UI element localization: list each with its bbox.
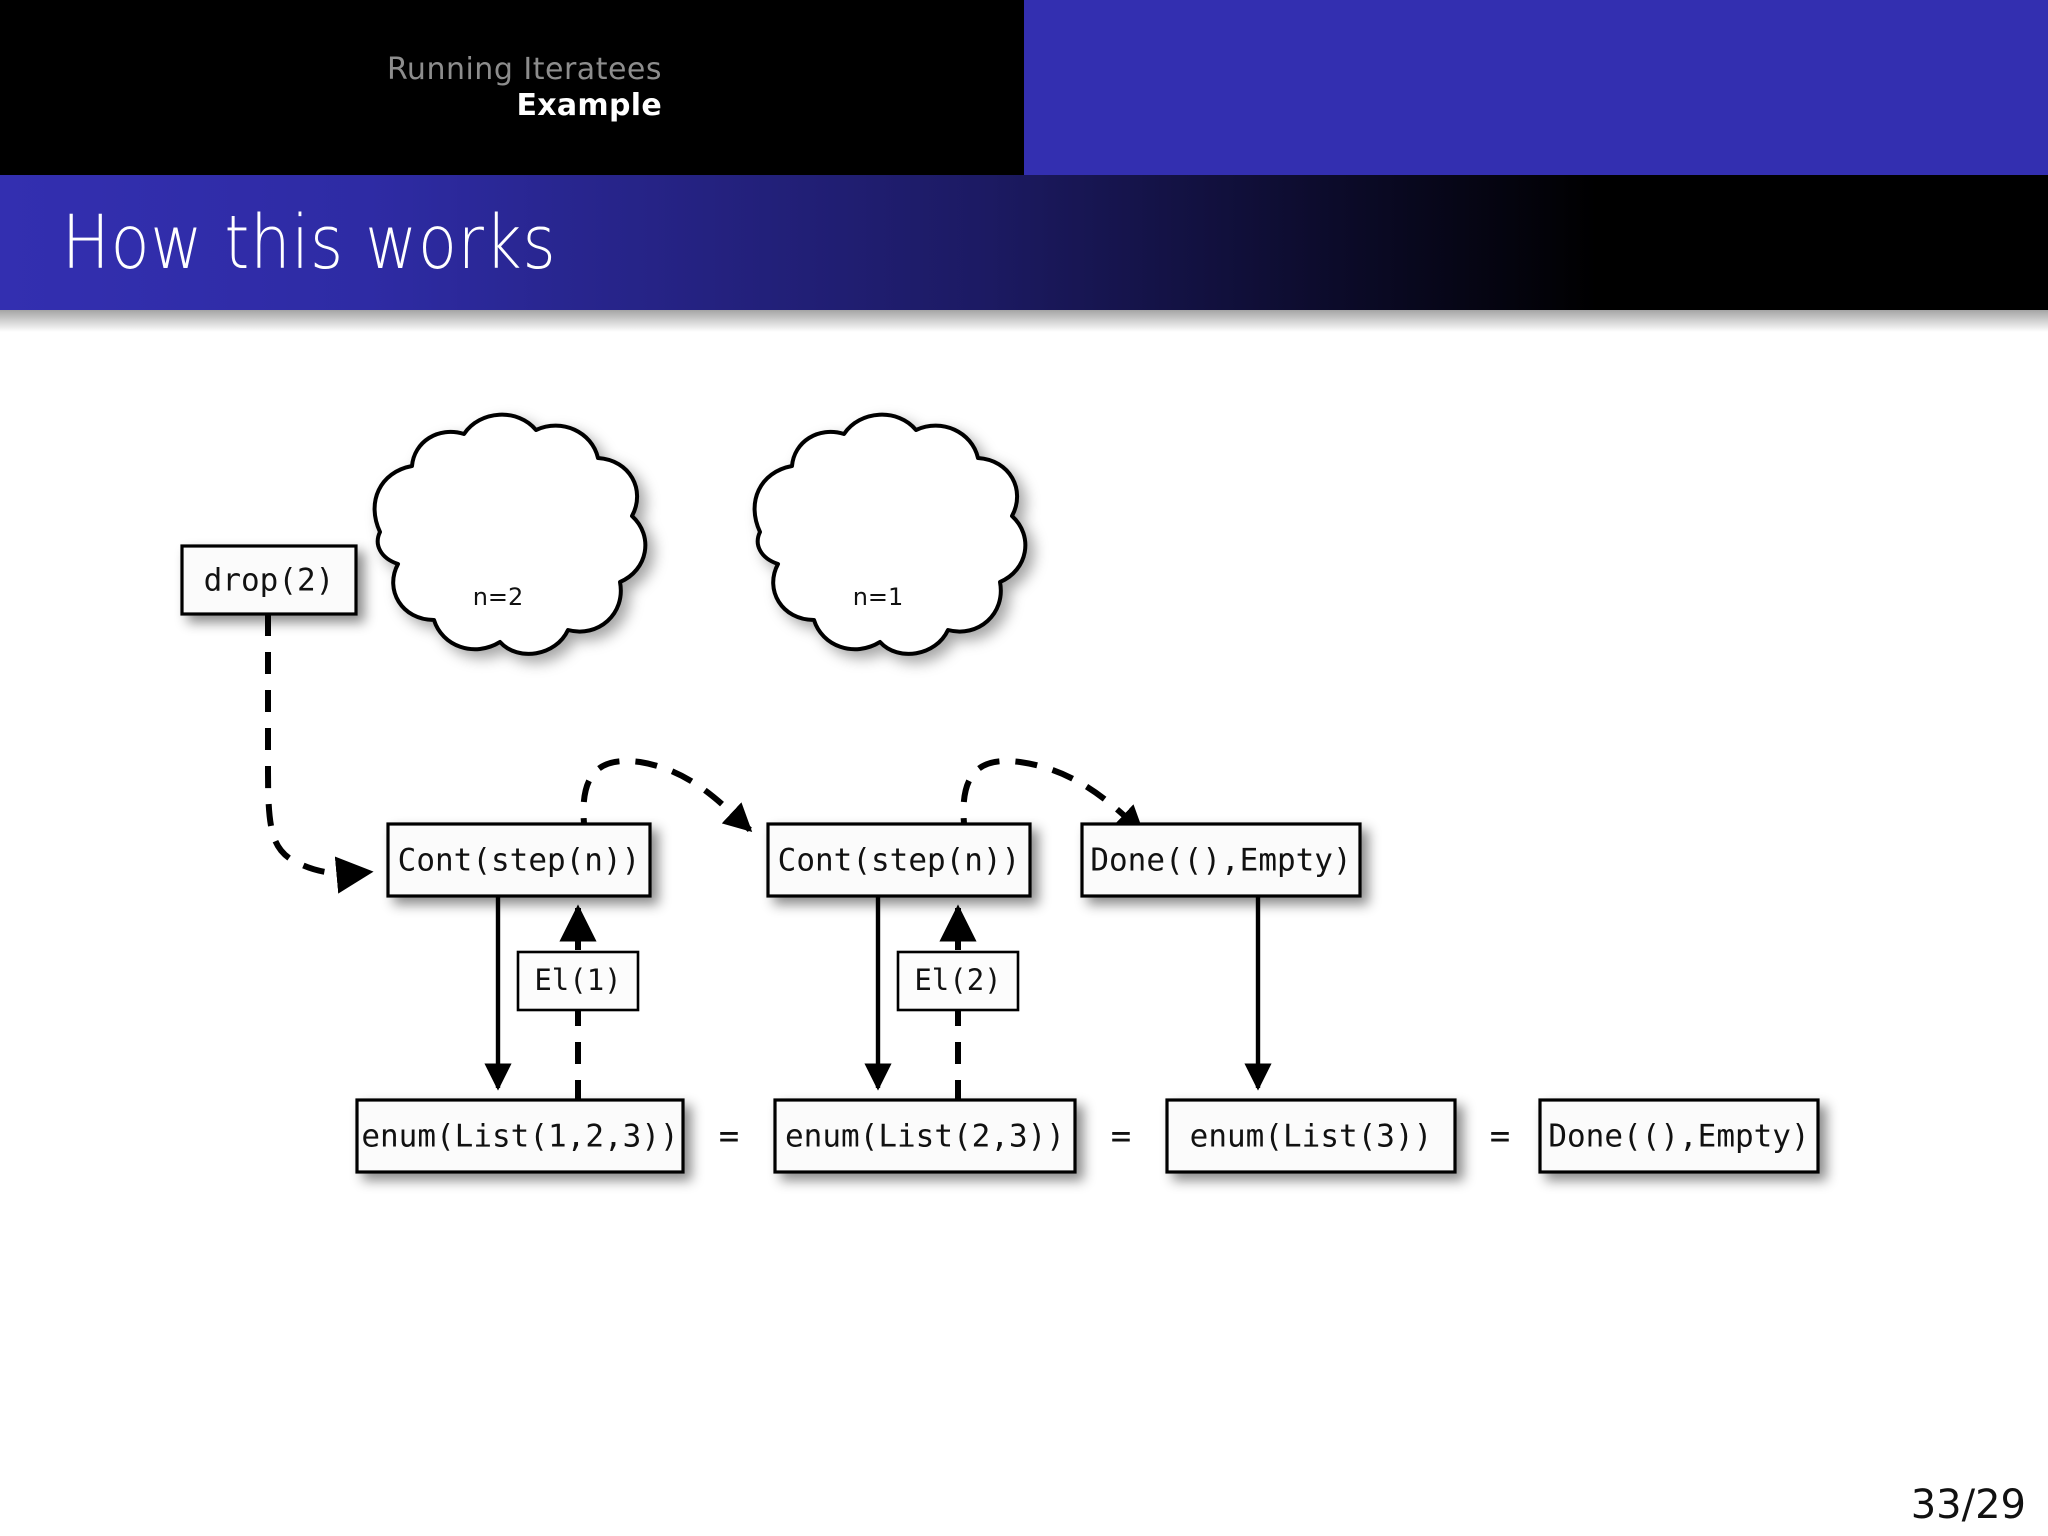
node-done-bottom-label: Done((),Empty) [1548, 1119, 1809, 1155]
page-title: How this works [61, 199, 557, 286]
navigation-breadcrumb: Running Iteratees Example [0, 0, 1024, 175]
node-enum-2-label: enum(List(2,3)) [785, 1119, 1065, 1155]
frame-title-bar: How this works [0, 175, 2048, 310]
node-done-top-rect [1080, 822, 1362, 898]
nav-subsection-label[interactable]: Example [516, 87, 662, 123]
diagram-canvas: n=2 n=1 drop(2) [0, 332, 2048, 1432]
headline-black-panel [0, 0, 1024, 175]
equals-sign-1: = [719, 1117, 739, 1157]
node-enum-3[interactable]: enum(List(3)) [1165, 1098, 1457, 1174]
node-el-2-label: El(2) [914, 963, 1001, 997]
node-done-bottom[interactable]: Done((),Empty) [1538, 1098, 1820, 1174]
node-done-top-label: Done((),Empty) [1090, 843, 1351, 879]
beamer-headline-bar: Running Iteratees Example [0, 0, 2048, 175]
cloud-shape-1 [372, 412, 648, 656]
node-el-2[interactable]: El(2) [896, 950, 1020, 1012]
node-drop-label: drop(2) [204, 563, 335, 599]
page-number: 33/29 [1910, 1482, 2026, 1528]
node-cont-1-label: Cont(step(n)) [398, 843, 641, 879]
node-el-1-rect [516, 950, 640, 1012]
iteratee-flow-diagram: n=2 n=1 drop(2) [180, 412, 1820, 1174]
node-enum-1-rect [355, 1098, 685, 1174]
title-bar-shadow [0, 310, 2048, 332]
node-cont-2-rect [766, 822, 1032, 898]
node-drop-rect [180, 544, 358, 616]
node-cont-2[interactable]: Cont(step(n)) [766, 822, 1032, 898]
node-enum-2-rect [773, 1098, 1077, 1174]
cloud-n2-label: n=2 [473, 583, 524, 611]
edge-cont2-to-done [960, 758, 1145, 841]
edge-drop-to-cont1 [265, 614, 374, 894]
node-el-1-label: El(1) [534, 963, 621, 997]
node-cont-1[interactable]: Cont(step(n)) [386, 822, 652, 898]
cloud-n1 [752, 412, 1028, 656]
node-drop[interactable]: drop(2) [180, 544, 358, 616]
cloud-n2 [372, 412, 648, 656]
node-cont-2-label: Cont(step(n)) [778, 843, 1021, 879]
node-el-2-rect [896, 950, 1020, 1012]
node-enum-1-label: enum(List(1,2,3)) [361, 1119, 678, 1155]
node-enum-3-rect [1165, 1098, 1457, 1174]
node-enum-3-label: enum(List(3)) [1190, 1119, 1433, 1155]
equals-sign-2: = [1111, 1117, 1131, 1157]
nav-section-label[interactable]: Running Iteratees [386, 52, 662, 87]
node-enum-1[interactable]: enum(List(1,2,3)) [355, 1098, 685, 1174]
node-enum-2[interactable]: enum(List(2,3)) [773, 1098, 1077, 1174]
node-done-bottom-rect [1538, 1098, 1820, 1174]
cloud-shape-2 [752, 412, 1028, 656]
node-el-1[interactable]: El(1) [516, 950, 640, 1012]
node-cont-1-rect [386, 822, 652, 898]
cloud-n1-label: n=1 [853, 583, 904, 611]
equals-sign-3: = [1490, 1117, 1510, 1157]
edge-cont1-to-cloud2 [580, 758, 753, 841]
node-done-top[interactable]: Done((),Empty) [1080, 822, 1362, 898]
